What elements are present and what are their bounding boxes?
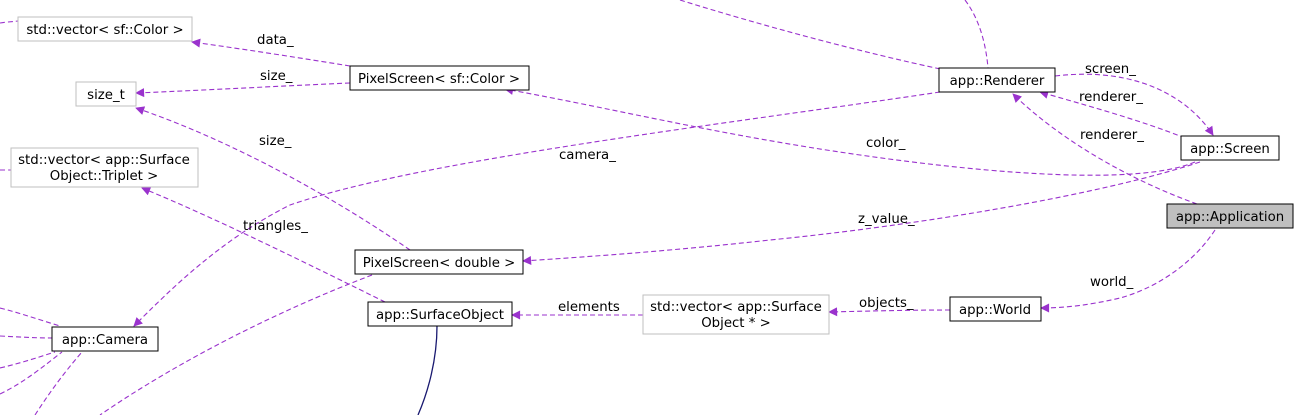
- label-color: color_: [866, 136, 906, 151]
- node-vector-color[interactable]: std::vector< sf::Color >: [17, 16, 193, 42]
- edge-triangles: [141, 186, 386, 303]
- node-application-label: app::Application: [1176, 210, 1284, 225]
- edge-camera-out-a: [0, 307, 61, 327]
- label-objects: objects_: [859, 296, 914, 311]
- edge-color: [504, 86, 1196, 176]
- node-size-t[interactable]: size_t: [75, 81, 137, 107]
- edge-renderer-application: [1012, 93, 1198, 205]
- edge-offscreen-vector-color: [0, 20, 19, 24]
- label-screen: screen_: [1085, 62, 1136, 77]
- edge-size-double: [135, 106, 411, 251]
- node-camera[interactable]: app::Camera: [51, 326, 159, 352]
- node-camera-label: app::Camera: [62, 333, 148, 348]
- label-world: world_: [1090, 275, 1134, 290]
- edge-screen: [1054, 73, 1214, 136]
- node-vector-surface-object-label-1: std::vector< app::Surface: [650, 300, 822, 315]
- edge-camera-out-c: [0, 351, 56, 369]
- label-camera: camera_: [559, 148, 616, 163]
- node-surface-object[interactable]: app::SurfaceObject: [367, 301, 513, 327]
- label-size-double: size_: [259, 134, 292, 149]
- node-renderer[interactable]: app::Renderer: [938, 67, 1056, 93]
- edge-data: [191, 38, 351, 67]
- node-renderer-label: app::Renderer: [950, 74, 1045, 89]
- edge-offscreen-top-renderer-b: [964, 0, 989, 69]
- edge-offscreen-top-renderer-a: [679, 0, 946, 71]
- edge-camera: [133, 91, 941, 327]
- label-triangles: triangles_: [243, 219, 308, 234]
- label-renderer-screen: renderer_: [1079, 90, 1143, 105]
- label-size-color: size_: [260, 69, 293, 84]
- edge-camera-out-d: [0, 351, 63, 395]
- node-screen[interactable]: app::Screen: [1180, 135, 1280, 161]
- edge-renderer-screen: [1039, 89, 1186, 139]
- node-vector-triplet-label-1: std::vector< app::Surface: [18, 153, 190, 168]
- node-vector-color-label: std::vector< sf::Color >: [26, 23, 183, 38]
- node-vector-surface-object[interactable]: std::vector< app::Surface Object * >: [642, 294, 830, 335]
- node-size-t-label: size_t: [87, 88, 125, 103]
- node-vector-surface-object-label-2: Object * >: [701, 316, 771, 331]
- label-renderer-application: renderer_: [1080, 128, 1144, 143]
- label-z-value: z_value_: [858, 212, 915, 227]
- node-vector-triplet-label-2: Object::Triplet >: [50, 169, 159, 184]
- edge-pixelscreen-double-out: [99, 274, 373, 415]
- node-world[interactable]: app::World: [949, 296, 1042, 322]
- edge-camera-out-b: [0, 335, 53, 339]
- label-elements: elements: [558, 300, 620, 315]
- edge-world: [1040, 229, 1216, 313]
- label-data: data_: [257, 33, 294, 48]
- node-surface-object-label: app::SurfaceObject: [376, 308, 504, 323]
- node-world-label: app::World: [959, 303, 1031, 318]
- edge-z-value: [522, 161, 1201, 265]
- node-screen-label: app::Screen: [1190, 142, 1270, 157]
- edge-inheritance: [417, 325, 438, 415]
- node-pixelscreen-color[interactable]: PixelScreen< sf::Color >: [349, 65, 530, 91]
- edge-camera-out-e: [34, 351, 83, 415]
- node-pixelscreen-double-label: PixelScreen< double >: [363, 256, 516, 271]
- edge-size-color: [135, 82, 351, 98]
- node-vector-triplet[interactable]: std::vector< app::Surface Object::Triple…: [10, 147, 199, 188]
- edge-objects: [828, 307, 951, 317]
- node-pixelscreen-color-label: PixelScreen< sf::Color >: [358, 72, 520, 87]
- node-pixelscreen-double[interactable]: PixelScreen< double >: [354, 249, 524, 275]
- node-application[interactable]: app::Application: [1166, 203, 1294, 229]
